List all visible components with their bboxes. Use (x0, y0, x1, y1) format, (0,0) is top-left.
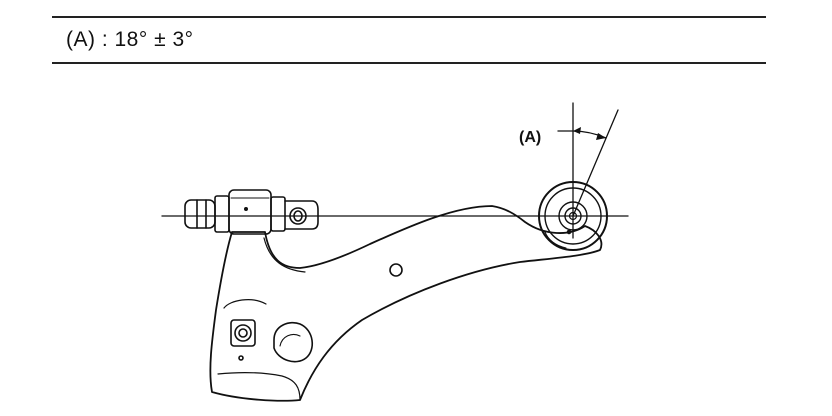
ball-joint-mount (230, 319, 313, 363)
shaft-bushing (184, 189, 319, 235)
rear-bushing (538, 181, 608, 251)
arrowhead-left (573, 127, 581, 134)
control-arm-body (209, 205, 603, 402)
angle-specification: (A) : 18° ± 3° (66, 28, 194, 51)
arrowhead-right (596, 133, 606, 140)
angle-label: (A) (519, 129, 541, 146)
angle-indicator (557, 127, 607, 140)
reference-lines (161, 102, 629, 239)
specification-table: (A) : 18° ± 3° (52, 16, 766, 64)
